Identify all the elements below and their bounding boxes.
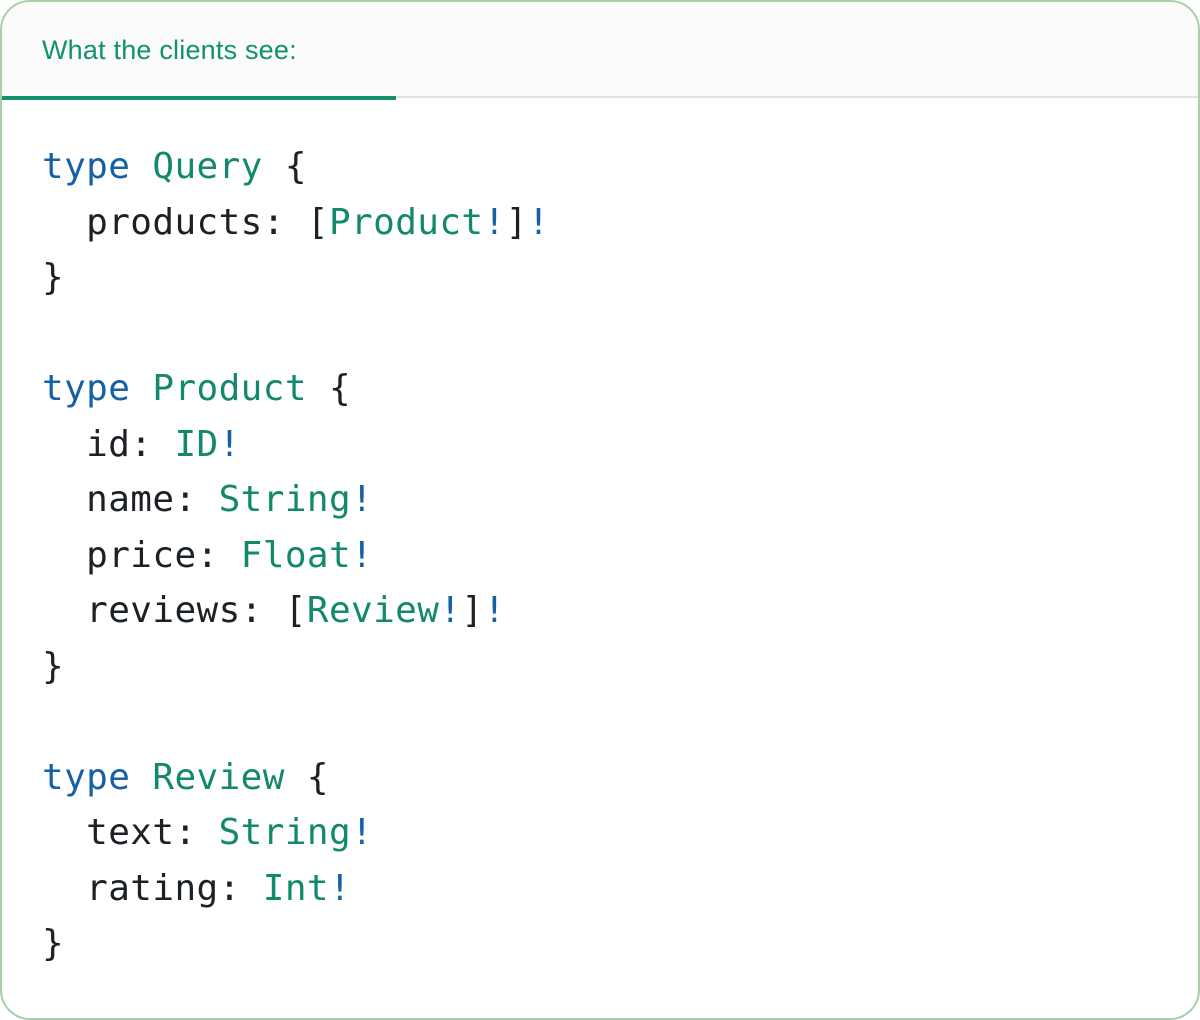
code-token: reviews: [ (42, 590, 307, 631)
code-token: } (42, 645, 65, 687)
tab-bar-divider (2, 96, 1198, 98)
code-line: rating: Int! (42, 861, 1158, 917)
code-token: ] (505, 201, 528, 243)
code-line: } (42, 250, 1158, 306)
code-token: ! (483, 590, 506, 631)
code-token: ! (483, 201, 506, 243)
code-token: } (42, 257, 65, 298)
code-line: } (42, 639, 1158, 695)
code-token: } (42, 923, 65, 964)
graphql-schema-code-block: type Query { products: [Product!]!}type … (2, 98, 1198, 972)
code-line: reviews: [Review!]! (42, 583, 1158, 639)
code-line: products: [Product!]! (42, 195, 1158, 251)
code-line: id: ID! (42, 417, 1158, 473)
code-token: Review (152, 756, 285, 798)
code-token: Product (152, 368, 307, 409)
code-token: ! (527, 201, 550, 243)
code-token: { (306, 368, 352, 409)
code-token: type (42, 756, 131, 798)
code-token: ! (351, 534, 374, 576)
code-token: ID (174, 423, 219, 465)
tab-what-clients-see[interactable]: What the clients see: (2, 2, 396, 100)
code-token: Float (240, 534, 352, 576)
code-token: Int (262, 867, 329, 909)
tab-label: What the clients see: (42, 34, 297, 65)
code-token (130, 368, 152, 409)
code-token: String (218, 479, 352, 520)
code-token: text: (42, 812, 219, 853)
code-token: ! (439, 590, 462, 631)
code-token: Review (306, 590, 440, 631)
tab-bar: What the clients see: (2, 2, 1198, 100)
code-line: name: String! (42, 472, 1158, 528)
code-token: String (218, 812, 352, 853)
code-token: ! (351, 812, 374, 853)
code-token: ! (218, 423, 241, 465)
code-token: name: (42, 479, 219, 520)
code-line: type Product { (42, 361, 1158, 417)
code-token (130, 146, 152, 187)
code-token: { (262, 146, 307, 187)
code-token: Query (152, 146, 263, 187)
code-token: ] (461, 590, 484, 631)
code-line: } (42, 916, 1158, 972)
code-token: ! (328, 867, 352, 909)
code-line (42, 694, 1158, 750)
code-token: { (284, 756, 329, 798)
code-line: type Query { (42, 139, 1158, 195)
code-token: ! (351, 479, 374, 520)
code-line: price: Float! (42, 528, 1158, 584)
code-token (130, 757, 152, 798)
code-token: type (42, 146, 131, 187)
code-token: products: [ (42, 201, 329, 243)
code-line: type Review { (42, 750, 1158, 806)
code-token: price: (42, 534, 241, 576)
code-token: rating: (42, 867, 263, 909)
code-token: id: (42, 423, 175, 465)
code-line (42, 306, 1158, 362)
code-token: Product (328, 201, 484, 243)
code-token: type (42, 368, 131, 409)
code-line: text: String! (42, 805, 1158, 861)
